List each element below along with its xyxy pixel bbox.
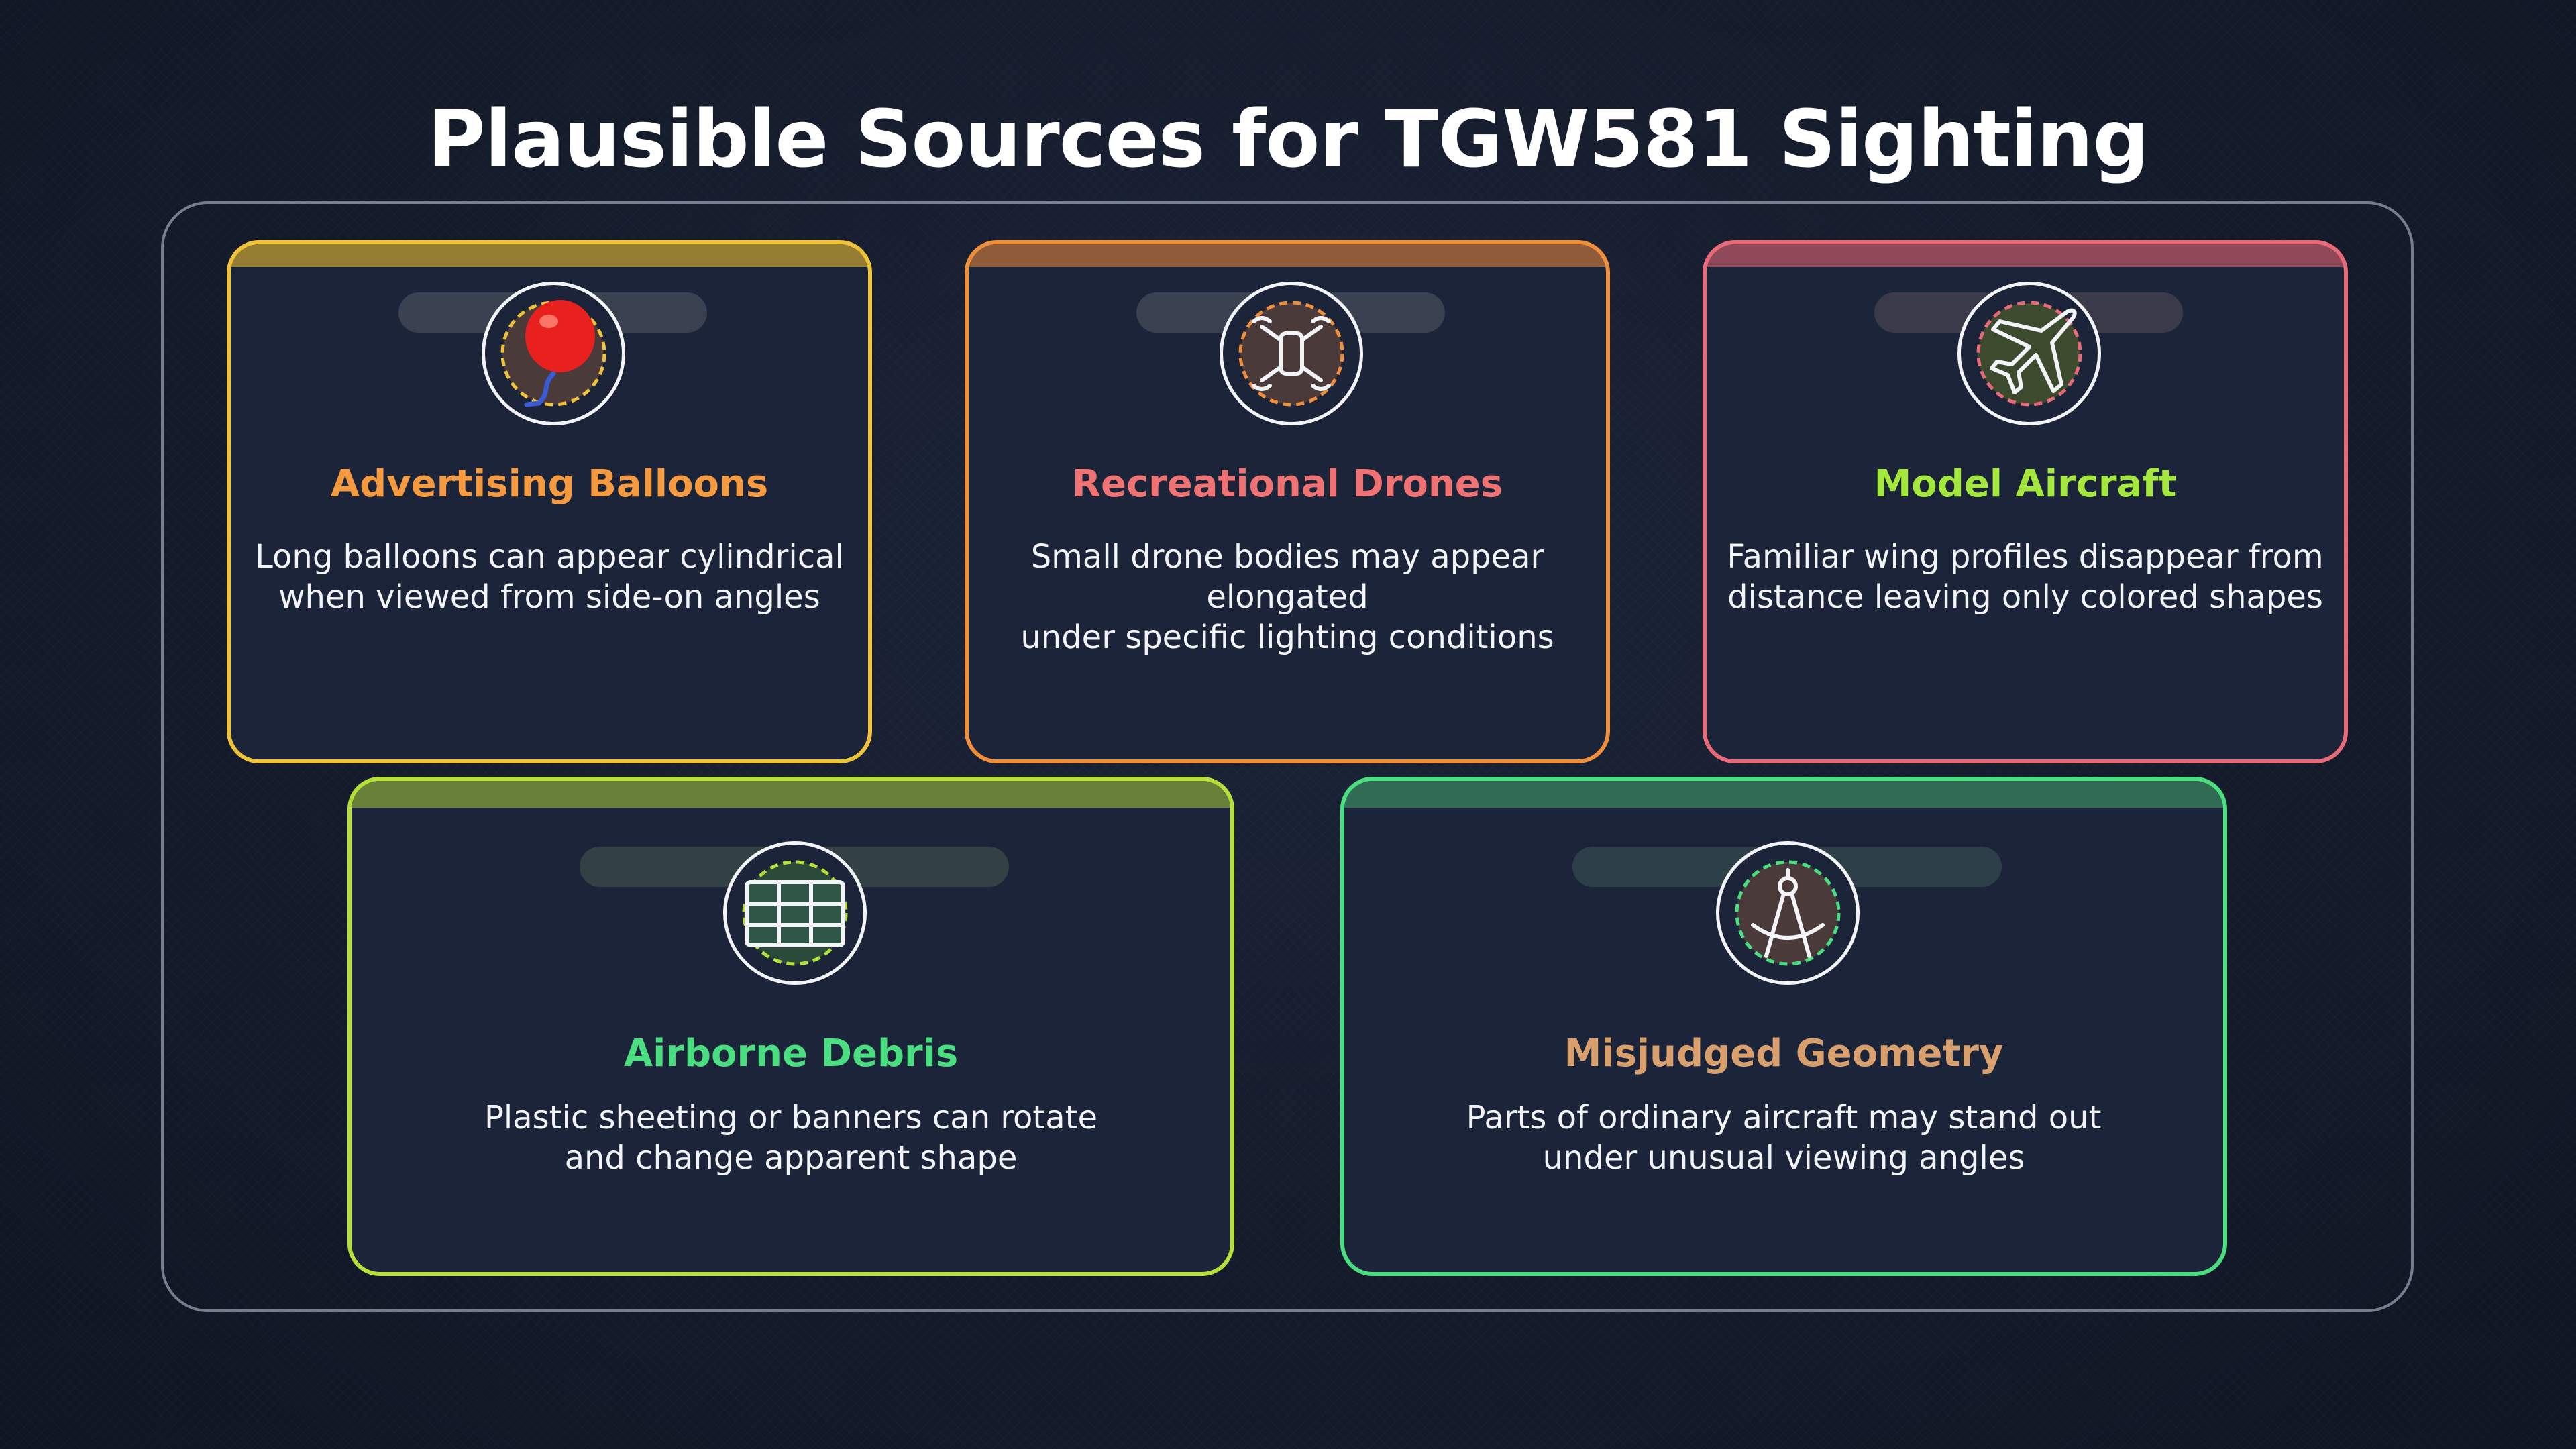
card-topbar	[231, 244, 868, 267]
balloon-icon	[500, 300, 606, 407]
icon-badge	[1716, 841, 1860, 985]
page-title: Plausible Sources for TGW581 Sighting	[427, 93, 2149, 185]
card-description: Plastic sheeting or banners can rotate a…	[484, 1099, 1098, 1177]
card-description: Small drone bodies may appear elongated …	[1020, 538, 1554, 656]
card-title: Recreational Drones	[1071, 462, 1503, 506]
card-topbar	[1707, 244, 2344, 267]
airplane-icon	[1976, 301, 2082, 407]
card-advertising-balloons: Advertising Balloons Long balloons can a…	[227, 240, 872, 763]
card-misjudged-geometry: Misjudged Geometry Parts of ordinary air…	[1340, 777, 2227, 1276]
card-title: Advertising Balloons	[330, 462, 769, 506]
icon-badge	[723, 841, 867, 985]
card-topbar	[352, 781, 1230, 808]
card-description: Long balloons can appear cylindrical whe…	[255, 538, 844, 616]
diagram-frame	[161, 201, 2414, 1312]
card-title: Misjudged Geometry	[1564, 1032, 2004, 1075]
card-recreational-drones: Recreational Drones Small drone bodies m…	[965, 240, 1610, 763]
drone-icon	[1238, 301, 1344, 407]
card-title: Airborne Debris	[623, 1032, 959, 1075]
card-description: Familiar wing profiles disappear from di…	[1727, 538, 2324, 616]
card-topbar	[969, 244, 1606, 267]
icon-badge	[1957, 282, 2101, 425]
compass-icon	[1735, 860, 1841, 966]
grid-icon	[742, 860, 848, 966]
card-description: Parts of ordinary aircraft may stand out…	[1466, 1099, 2102, 1177]
card-topbar	[1344, 781, 2223, 808]
card-airborne-debris: Airborne Debris Plastic sheeting or bann…	[347, 777, 1234, 1276]
card-title: Model Aircraft	[1874, 462, 2177, 506]
icon-badge	[482, 282, 625, 425]
card-model-aircraft: Model Aircraft Familiar wing profiles di…	[1703, 240, 2348, 763]
icon-badge	[1220, 282, 1363, 425]
